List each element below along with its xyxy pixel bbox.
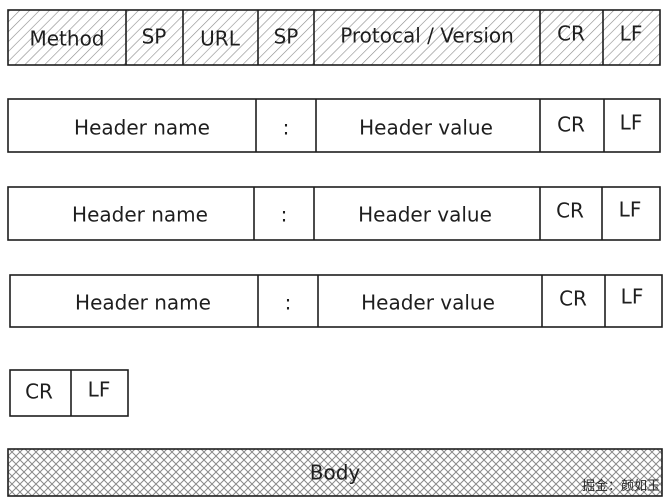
lf-label: LF (621, 285, 644, 309)
sp-label: SP (274, 25, 299, 49)
url-label: URL (200, 27, 241, 51)
header-separator-label: : (281, 203, 288, 227)
header-row: Header name : Header value CR LF (7, 186, 661, 241)
cr-label: CR (25, 380, 53, 404)
header-value-label: Header value (361, 291, 495, 315)
header-name-label: Header name (75, 291, 211, 315)
header-row: Header name : Header value CR LF (9, 274, 663, 328)
watermark: 掘金：颜如玉 (581, 479, 660, 494)
header-name-label: Header name (72, 203, 208, 227)
header-separator-label: : (285, 291, 292, 315)
body-label: Body (310, 461, 361, 485)
request-line: Method SP URL SP Protocal / Version CR L… (7, 9, 661, 66)
lf-label: LF (619, 198, 642, 222)
header-name-label: Header name (74, 116, 210, 140)
cr-label: CR (559, 287, 587, 311)
body-block: Body (7, 448, 663, 497)
cr-label: CR (557, 113, 585, 137)
lf-label: LF (620, 111, 643, 135)
protocol-version-label: Protocal / Version (340, 24, 514, 48)
cr-label: CR (557, 22, 585, 46)
empty-line: CR LF (9, 369, 129, 417)
header-value-label: Header value (359, 116, 493, 140)
sp-label: SP (142, 25, 167, 49)
method-label: Method (29, 27, 104, 51)
header-row: Header name : Header value CR LF (7, 98, 661, 153)
lf-label: LF (88, 378, 111, 402)
cr-label: CR (556, 199, 584, 223)
header-separator-label: : (283, 116, 290, 140)
lf-label: LF (620, 22, 643, 46)
header-value-label: Header value (358, 203, 492, 227)
